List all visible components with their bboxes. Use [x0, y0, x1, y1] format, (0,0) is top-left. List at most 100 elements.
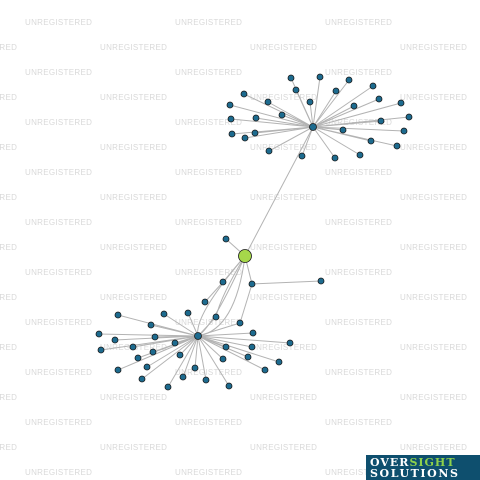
- entity-node: [222, 235, 230, 243]
- watermark-text: UNREGISTERED: [250, 93, 318, 102]
- entity-node: [241, 134, 249, 142]
- entity-node: [248, 343, 256, 351]
- watermark-text: UNREGISTERED: [400, 443, 468, 452]
- watermark-text: UNREGISTERED: [400, 43, 468, 52]
- watermark-text: UNREGISTERED: [0, 343, 18, 352]
- watermark-text: UNREGISTERED: [400, 193, 468, 202]
- watermark-text: UNREGISTERED: [325, 268, 393, 277]
- entity-node: [286, 339, 294, 347]
- watermark-text: UNREGISTERED: [25, 118, 93, 127]
- watermark-text: UNREGISTERED: [0, 243, 18, 252]
- entity-node: [345, 76, 353, 84]
- watermark-text: UNREGISTERED: [175, 168, 243, 177]
- entity-node: [377, 117, 385, 125]
- edge-line: [197, 332, 254, 337]
- edge-line: [204, 281, 224, 303]
- edge-line: [132, 335, 199, 348]
- watermark-text: UNREGISTERED: [100, 43, 168, 52]
- logo-word-over: OVER: [370, 456, 410, 469]
- watermark-text: UNREGISTERED: [250, 293, 318, 302]
- entity-node: [393, 142, 401, 150]
- watermark-text: UNREGISTERED: [0, 393, 18, 402]
- watermark-text: UNREGISTERED: [100, 193, 168, 202]
- watermark-text: UNREGISTERED: [25, 318, 93, 327]
- watermark-text: UNREGISTERED: [100, 143, 168, 152]
- watermark-text: UNREGISTERED: [325, 318, 393, 327]
- edge-line: [239, 283, 253, 324]
- entity-node: [251, 129, 259, 137]
- entity-node: [287, 74, 295, 82]
- entity-node: [275, 358, 283, 366]
- watermark-text: UNREGISTERED: [175, 418, 243, 427]
- entity-node: [339, 126, 347, 134]
- entity-node: [97, 346, 105, 354]
- entity-node: [264, 98, 272, 106]
- edge-line: [243, 93, 314, 128]
- oversight-solutions-logo: OVERSIGHT SOLUTIONS: [366, 455, 480, 480]
- entity-node: [176, 351, 184, 359]
- edge-line: [194, 335, 199, 369]
- entity-node: [219, 355, 227, 363]
- entity-node: [226, 101, 234, 109]
- edge-line: [312, 120, 382, 128]
- hub-node: [309, 123, 317, 131]
- watermark-text: UNREGISTERED: [0, 443, 18, 452]
- edge-line: [312, 79, 350, 128]
- entity-node: [397, 99, 405, 107]
- edge-line: [197, 335, 230, 387]
- watermark-text: UNREGISTERED: [0, 293, 18, 302]
- edge-line: [197, 255, 246, 337]
- edge-line: [163, 313, 199, 337]
- edge-line: [244, 126, 314, 139]
- watermark-text: UNREGISTERED: [400, 343, 468, 352]
- edge-line: [215, 255, 246, 318]
- edge-line: [312, 126, 361, 156]
- watermark-text: UNREGISTERED: [100, 443, 168, 452]
- edge-line: [312, 126, 398, 147]
- entity-node: [212, 313, 220, 321]
- entity-node: [278, 111, 286, 119]
- edge-line: [197, 335, 291, 344]
- watermark-text: UNREGISTERED: [250, 143, 318, 152]
- watermark-text: UNREGISTERED: [325, 468, 393, 477]
- edge-line: [179, 335, 199, 356]
- edge-line: [154, 335, 199, 338]
- watermark-text: UNREGISTERED: [175, 268, 243, 277]
- entity-node: [147, 321, 155, 329]
- edge-line: [312, 126, 405, 132]
- watermark-text: UNREGISTERED: [175, 468, 243, 477]
- watermark-text: UNREGISTERED: [175, 368, 243, 377]
- entity-node: [306, 98, 314, 106]
- watermark-text: UNREGISTERED: [325, 18, 393, 27]
- watermark-text: UNREGISTERED: [400, 243, 468, 252]
- entity-node: [191, 364, 199, 372]
- edge-layer: [98, 76, 410, 388]
- watermark-text: UNREGISTERED: [25, 18, 93, 27]
- entity-node: [114, 311, 122, 319]
- entity-node: [298, 152, 306, 160]
- entity-node: [316, 73, 324, 81]
- watermark-text: UNREGISTERED: [400, 93, 468, 102]
- watermark-text: UNREGISTERED: [250, 243, 318, 252]
- entity-node: [331, 154, 339, 162]
- entity-node: [317, 277, 325, 285]
- entity-node: [265, 147, 273, 155]
- entity-node: [171, 339, 179, 347]
- entity-node: [225, 382, 233, 390]
- entity-node: [367, 137, 375, 145]
- watermark-text: UNREGISTERED: [175, 218, 243, 227]
- watermark-text: UNREGISTERED: [100, 93, 168, 102]
- watermark-text: UNREGISTERED: [250, 393, 318, 402]
- watermark-text: UNREGISTERED: [325, 68, 393, 77]
- entity-node: [244, 353, 252, 361]
- entity-node: [129, 343, 137, 351]
- edge-line: [312, 85, 374, 128]
- entity-node: [375, 95, 383, 103]
- entity-node: [356, 151, 364, 159]
- edge-line: [312, 105, 355, 128]
- entity-node: [201, 298, 209, 306]
- watermark-text: UNREGISTERED: [325, 368, 393, 377]
- edge-line: [229, 104, 314, 128]
- edge-line: [197, 255, 246, 337]
